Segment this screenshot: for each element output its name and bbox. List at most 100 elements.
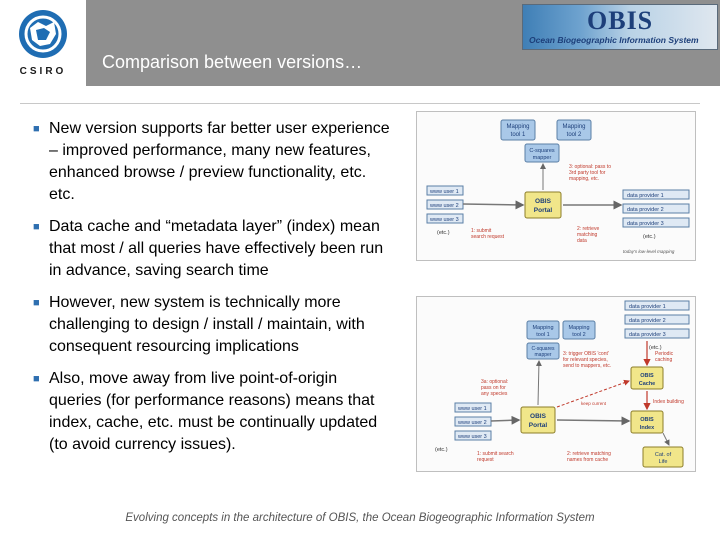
bullet-text: However, new system is technically more … (49, 294, 365, 355)
architecture-diagram-new: data provider 1 data provider 2 data pro… (416, 296, 696, 472)
bullet-item: ■ Data cache and “metadata layer” (index… (33, 216, 393, 282)
mapping-tool-2-label: Mapping (568, 325, 589, 331)
obis-cache-label: Cache (639, 381, 656, 387)
note-harvest: Periodic (655, 351, 674, 357)
csquares-mapper-label: C-squares (531, 346, 555, 352)
data-provider-3-box (622, 217, 690, 228)
mapping-tool-1-label: tool 1 (511, 132, 526, 138)
obis-portal-box (524, 191, 562, 219)
bullet-square-icon: ■ (33, 221, 40, 233)
obis-index-box (630, 410, 664, 434)
bullet-item: ■ Also, move away from live point-of-ori… (33, 368, 393, 456)
note-index: Index building (653, 399, 684, 405)
note-submit: request (477, 457, 494, 463)
data-provider-1-label: data provider 1 (629, 304, 666, 310)
catalogue-of-life-label: Cat. of (655, 452, 672, 458)
obis-portal-box (520, 406, 556, 434)
data-provider-3-label: data provider 3 (629, 332, 666, 338)
data-provider-2-label: data provider 2 (629, 318, 666, 324)
index-to-col-arrow (662, 432, 670, 446)
providers-etc: (etc.) (649, 345, 662, 351)
csiro-emblem-icon: CSIRO (19, 10, 67, 77)
portal-to-index-arrow (556, 416, 631, 426)
mapping-tool-1-box (526, 320, 560, 340)
note-pass: mapping, etc. (569, 176, 599, 182)
www-user-2-box (454, 416, 492, 427)
note-pass: 3rd party tool for (569, 170, 606, 176)
diagram-current-svg: Mapping tool 1 Mapping tool 2 C-squares … (426, 119, 690, 254)
note-optional: any species (481, 391, 508, 397)
bullet-item: ■ New version supports far better user e… (33, 118, 393, 206)
csquares-mapper-label: mapper (533, 155, 552, 161)
users-etc: (etc.) (435, 447, 448, 453)
bullet-list: ■ New version supports far better user e… (33, 118, 393, 466)
obis-cache-box (630, 366, 664, 390)
note-retrieve: names from cache (567, 457, 608, 463)
note-trigger: for relevant species, (563, 357, 608, 363)
portal-to-cache-arrow (556, 379, 630, 408)
mapping-tool-2-box (562, 320, 596, 340)
mapping-tool-1-label: tool 1 (536, 332, 549, 338)
www-user-3-box (426, 213, 464, 224)
www-user-1-box (454, 402, 492, 413)
data-provider-2-box (622, 203, 690, 214)
mapping-tool-2-label: tool 2 (572, 332, 585, 338)
bullet-item: ■ However, new system is technically mor… (33, 292, 393, 358)
obis-index-label: Index (640, 425, 655, 431)
www-user-3-label: www user 3 (429, 217, 459, 223)
bullet-square-icon: ■ (33, 123, 40, 135)
note-submit: 1: submit search (477, 451, 514, 457)
note-optional: pass on for (481, 385, 506, 391)
page-title: Comparison between versions… (102, 52, 363, 72)
users-to-portal-arrow (490, 415, 521, 425)
note-query: 1: submit (471, 228, 492, 234)
csquares-mapper-box (524, 143, 560, 163)
architecture-diagram-current: Mapping tool 1 Mapping tool 2 C-squares … (416, 111, 696, 261)
obis-portal-label: OBIS (535, 198, 552, 205)
data-provider-3-label: data provider 3 (627, 221, 664, 227)
note-trigger: 3: trigger OBIS 'cont' (563, 351, 609, 357)
obis-logo-subtitle: Ocean Biogeographic Information System (529, 35, 699, 45)
users-etc: (etc.) (437, 230, 450, 236)
mapping-tool-2-label: Mapping (562, 124, 585, 130)
note-retrieve: matching (577, 232, 598, 238)
mapping-tool-1-box (500, 119, 536, 141)
bullet-text: Data cache and “metadata layer” (index) … (49, 218, 384, 279)
bullet-square-icon: ■ (33, 297, 40, 309)
note-retrieve: data (577, 238, 587, 244)
mapping-tool-1-label: Mapping (532, 325, 553, 331)
obis-portal-label: Portal (534, 207, 553, 214)
www-user-1-box (426, 185, 464, 196)
www-user-1-label: www user 1 (457, 406, 487, 412)
providers-etc: (etc.) (643, 234, 656, 240)
www-user-2-label: www user 2 (457, 420, 487, 426)
www-user-1-label: www user 1 (429, 189, 459, 195)
users-to-portal-arrow (462, 200, 525, 210)
bullet-text: Also, move away from live point-of-origi… (49, 370, 378, 453)
data-provider-3-box (624, 328, 690, 339)
bullet-text: New version supports far better user exp… (49, 120, 390, 203)
data-provider-2-label: data provider 2 (627, 207, 664, 213)
diagram-new-svg: data provider 1 data provider 2 data pro… (435, 300, 690, 468)
diagram-legend: today's low-level mapping (623, 249, 675, 254)
header-divider (20, 103, 700, 104)
obis-logo-wordmark: OBIS (587, 6, 654, 35)
catalogue-of-life-label: Life (659, 459, 668, 465)
note-retrieve: 2: retrieve matching (567, 451, 611, 457)
mapping-tool-1-label: Mapping (506, 124, 529, 130)
data-provider-1-box (622, 189, 690, 200)
www-user-2-label: www user 2 (429, 203, 459, 209)
note-trigger: send to mappers, etc. (563, 363, 611, 369)
obis-cache-label: OBIS (640, 373, 654, 379)
csquares-mapper-label: C-squares (529, 148, 555, 154)
catalogue-of-life-box (642, 446, 684, 468)
obis-logo: OBIS Ocean Biogeographic Information Sys… (522, 4, 718, 50)
note-harvest: caching (655, 357, 672, 363)
note-keep: keep current (581, 401, 607, 406)
www-user-3-label: www user 3 (457, 434, 487, 440)
csquares-mapper-label: mapper (535, 352, 552, 358)
obis-portal-label: Portal (529, 422, 548, 429)
mapping-tool-2-box (556, 119, 592, 141)
note-query: search request (471, 234, 505, 240)
portal-to-mapper-arrow (535, 360, 542, 406)
